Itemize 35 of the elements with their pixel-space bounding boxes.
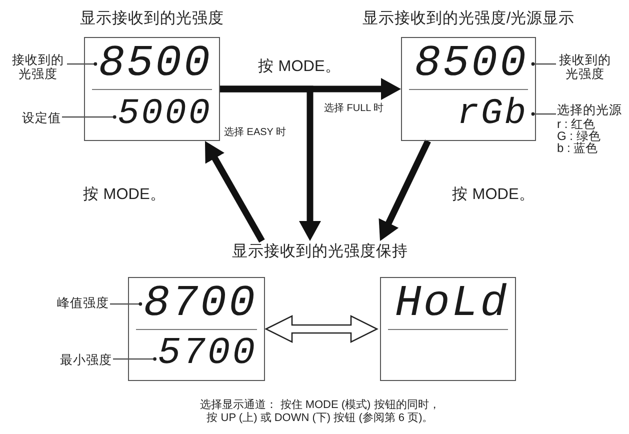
arrow	[220, 86, 321, 241]
display-readout: 8700	[143, 282, 259, 326]
display-readout: rGb	[457, 96, 530, 132]
display-heading: 显示接收到的光强度	[80, 9, 224, 29]
arrow-label: 按 MODE。	[258, 57, 341, 77]
callout-label: 最小强度	[60, 353, 112, 368]
leader-line	[66, 62, 98, 66]
caption: 选择显示通道： 按住 MODE (模式) 按钮的同时，按 UP (上) 或 DOWN (下) 按钮 (参阅第 6 页)。	[200, 399, 440, 426]
display-heading: 显示接收到的光强度/光源显示	[362, 9, 575, 29]
display-panel	[380, 277, 516, 381]
display-readout: 8500	[98, 42, 214, 86]
key-text: r : 红色	[557, 118, 595, 130]
key-text: b : 蓝色	[557, 142, 598, 154]
arrow	[378, 140, 431, 242]
leader-line	[531, 62, 556, 66]
display-readout: 5000	[118, 96, 214, 132]
display-readout: 8500	[414, 42, 530, 86]
arrow	[204, 140, 265, 243]
callout-label: 选择的光源	[557, 103, 622, 118]
display-readout: 5700	[158, 335, 259, 373]
leader-line	[112, 357, 156, 361]
callout-label: 接收到的光强度	[557, 53, 613, 82]
leader-line	[110, 302, 142, 306]
edge-label: 选择 FULL 时	[323, 101, 385, 115]
callout-label: 设定值	[22, 111, 61, 126]
edge-label: 选择 EASY 时	[223, 125, 288, 139]
state-heading: 显示接收到的光强度保持	[232, 241, 408, 262]
callout-label: 接收到的光强度	[10, 53, 66, 82]
leader-line	[531, 112, 556, 116]
callout-label: 峰值强度	[57, 296, 109, 310]
leader-line	[62, 115, 116, 119]
display-readout: HoLd	[395, 282, 511, 326]
key-text: G : 绿色	[557, 130, 602, 142]
double-arrow	[264, 314, 378, 344]
display-panel	[128, 277, 265, 381]
